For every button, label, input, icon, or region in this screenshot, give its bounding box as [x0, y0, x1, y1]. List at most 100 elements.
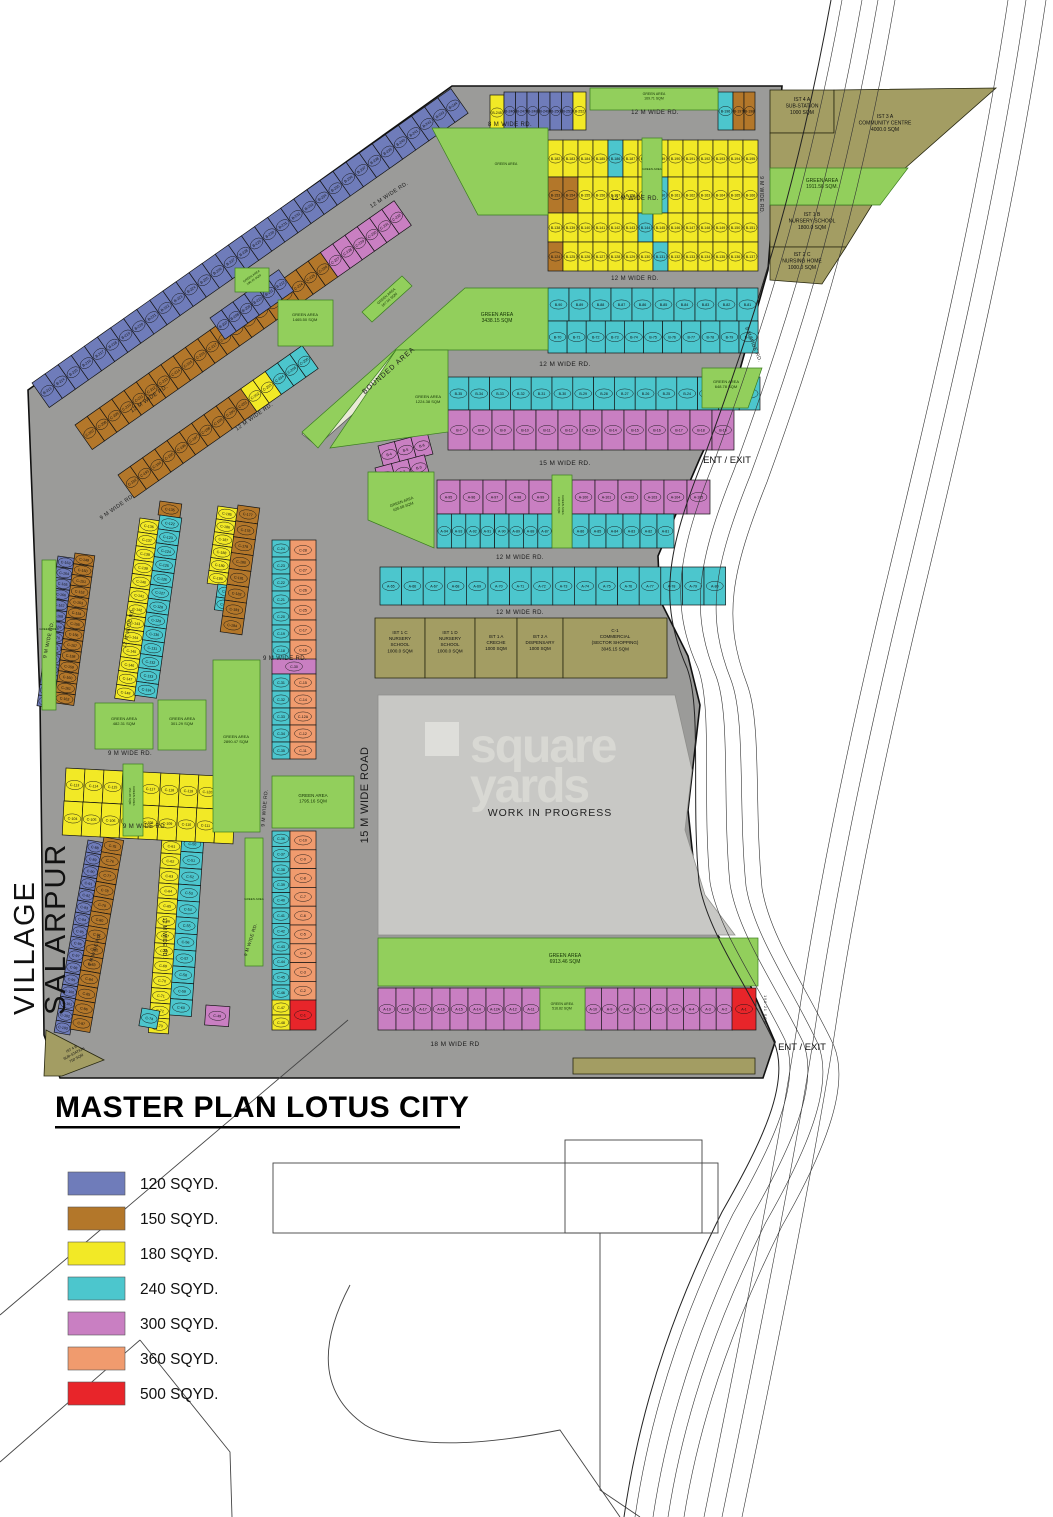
plot-number: B-140	[581, 226, 591, 230]
plot-number: B-126	[581, 255, 591, 259]
plot-number-circle	[162, 450, 176, 462]
plot-number: B-233	[304, 203, 314, 212]
plot-number-circle	[154, 961, 172, 971]
plot-number-circle	[272, 957, 290, 967]
plot-number: C-114	[89, 784, 99, 788]
plot-number-circle	[294, 985, 312, 996]
plot-number-circle	[713, 153, 728, 164]
plot-number-circle	[272, 1017, 290, 1028]
plot-number-circle	[657, 526, 674, 536]
plot-number-circle	[623, 222, 638, 233]
plot-number: B-12	[565, 428, 573, 432]
ent-exit-label: ENT / EXIT	[778, 1042, 826, 1053]
road-label: 12 M WIDE RD.	[611, 276, 659, 282]
plot-number-circle	[432, 1004, 450, 1014]
plot-number-circle	[93, 900, 111, 911]
plot-number: B-145	[656, 226, 666, 230]
ent-exit-label: ENT / EXIT	[703, 455, 751, 466]
plot-number-circle	[626, 425, 644, 435]
plot-number: C-81	[93, 932, 101, 937]
plot-number: C-150	[77, 568, 87, 573]
plot-number: C-62	[166, 859, 174, 864]
plot-number: B-3	[416, 465, 422, 470]
plot-row: B-196	[717, 91, 734, 131]
road-label: 12 M WIDE RD.	[539, 361, 590, 368]
plot-number: A-15	[455, 1007, 463, 1011]
plot-number: A-5	[672, 1007, 678, 1011]
plot-number-circle	[470, 388, 488, 399]
entrance-labels: ENT / EXIT ENT / EXIT	[703, 455, 826, 1053]
institution-label: IST 4 BSUB-STATION750 SQM	[60, 1042, 88, 1066]
plot-number-circle	[179, 786, 198, 796]
plot-number: C-85	[82, 991, 90, 996]
plot-number: C-148	[120, 690, 130, 695]
plot-number: C-26	[299, 588, 307, 592]
plot-number-circle	[175, 442, 188, 454]
plot-number: C-47	[277, 1006, 285, 1010]
plot-number: C-51	[187, 858, 195, 863]
plot-number-circle	[714, 425, 732, 435]
plot-number-circle	[294, 728, 312, 739]
plot-number: B-151	[746, 226, 756, 230]
plot-number: C-203	[262, 383, 272, 392]
plot-number-circle	[294, 910, 312, 921]
plot-number: B-136	[731, 255, 741, 259]
plot-number-circle	[72, 1018, 90, 1029]
work-in-progress-area	[377, 694, 736, 936]
plot-number-circle	[382, 581, 400, 591]
plot-number: C-131	[147, 646, 157, 651]
plot-number-circle	[227, 588, 246, 599]
plot-number: C-198	[201, 426, 211, 435]
plot-number-circle	[446, 99, 460, 112]
plot-number: A-76	[625, 584, 633, 588]
plot-number: C-41	[277, 914, 285, 918]
plot-number: C-49	[213, 1014, 221, 1019]
plot-number: C-216	[195, 351, 205, 360]
plot-number-circle	[578, 190, 593, 200]
plot-number-circle	[236, 246, 251, 259]
plot-number-circle	[174, 969, 192, 980]
plot-number: B-24	[683, 392, 691, 396]
plot-number-circle	[625, 332, 643, 342]
plot-number: C-187	[218, 537, 228, 542]
plot-number: B-148	[701, 226, 711, 230]
plot-number: A-82	[645, 529, 653, 533]
plot-number: C-99	[67, 977, 75, 982]
legend-label: 500 SQYD.	[140, 1386, 218, 1403]
plot-number: B-9	[500, 428, 506, 432]
plot-number: A-90	[498, 529, 506, 533]
plot-number: A-99	[537, 495, 545, 499]
legend-swatch	[67, 1311, 126, 1336]
plot-number: C-196	[176, 443, 186, 452]
plot-number: B-6	[419, 443, 425, 448]
plot-number: B-80	[745, 335, 753, 339]
plot-number: B-226	[212, 267, 222, 276]
plot-number-circle	[294, 605, 312, 615]
plot-number-circle	[176, 937, 195, 947]
plot-number: C-228	[342, 248, 352, 257]
plot-number-circle	[623, 251, 638, 262]
plot-number: A-98	[514, 495, 522, 499]
plot-number: C-105	[87, 818, 97, 823]
plot-number-circle	[272, 728, 290, 739]
plot-number-circle	[66, 780, 84, 790]
plot-number: B-34	[475, 392, 483, 396]
plot-number: B-137	[746, 255, 756, 259]
road-label: 8 M WIDE RD.	[488, 122, 532, 128]
green-area	[367, 471, 435, 549]
plot-number-circle	[294, 565, 312, 575]
plot-number-circle	[561, 106, 573, 116]
plot-number-circle	[79, 357, 94, 369]
plot-number-circle	[597, 492, 616, 502]
plot-number-circle	[58, 557, 74, 568]
plot-number: C-124	[161, 549, 171, 554]
plot-number: B-157	[611, 193, 621, 197]
plot-number-circle	[85, 781, 103, 791]
plot-number-circle	[263, 228, 277, 241]
plot-number-circle	[531, 492, 550, 502]
plot-number-circle	[272, 560, 290, 571]
plot-number: A-6	[656, 1007, 662, 1011]
plot-number: C-36	[277, 837, 285, 841]
